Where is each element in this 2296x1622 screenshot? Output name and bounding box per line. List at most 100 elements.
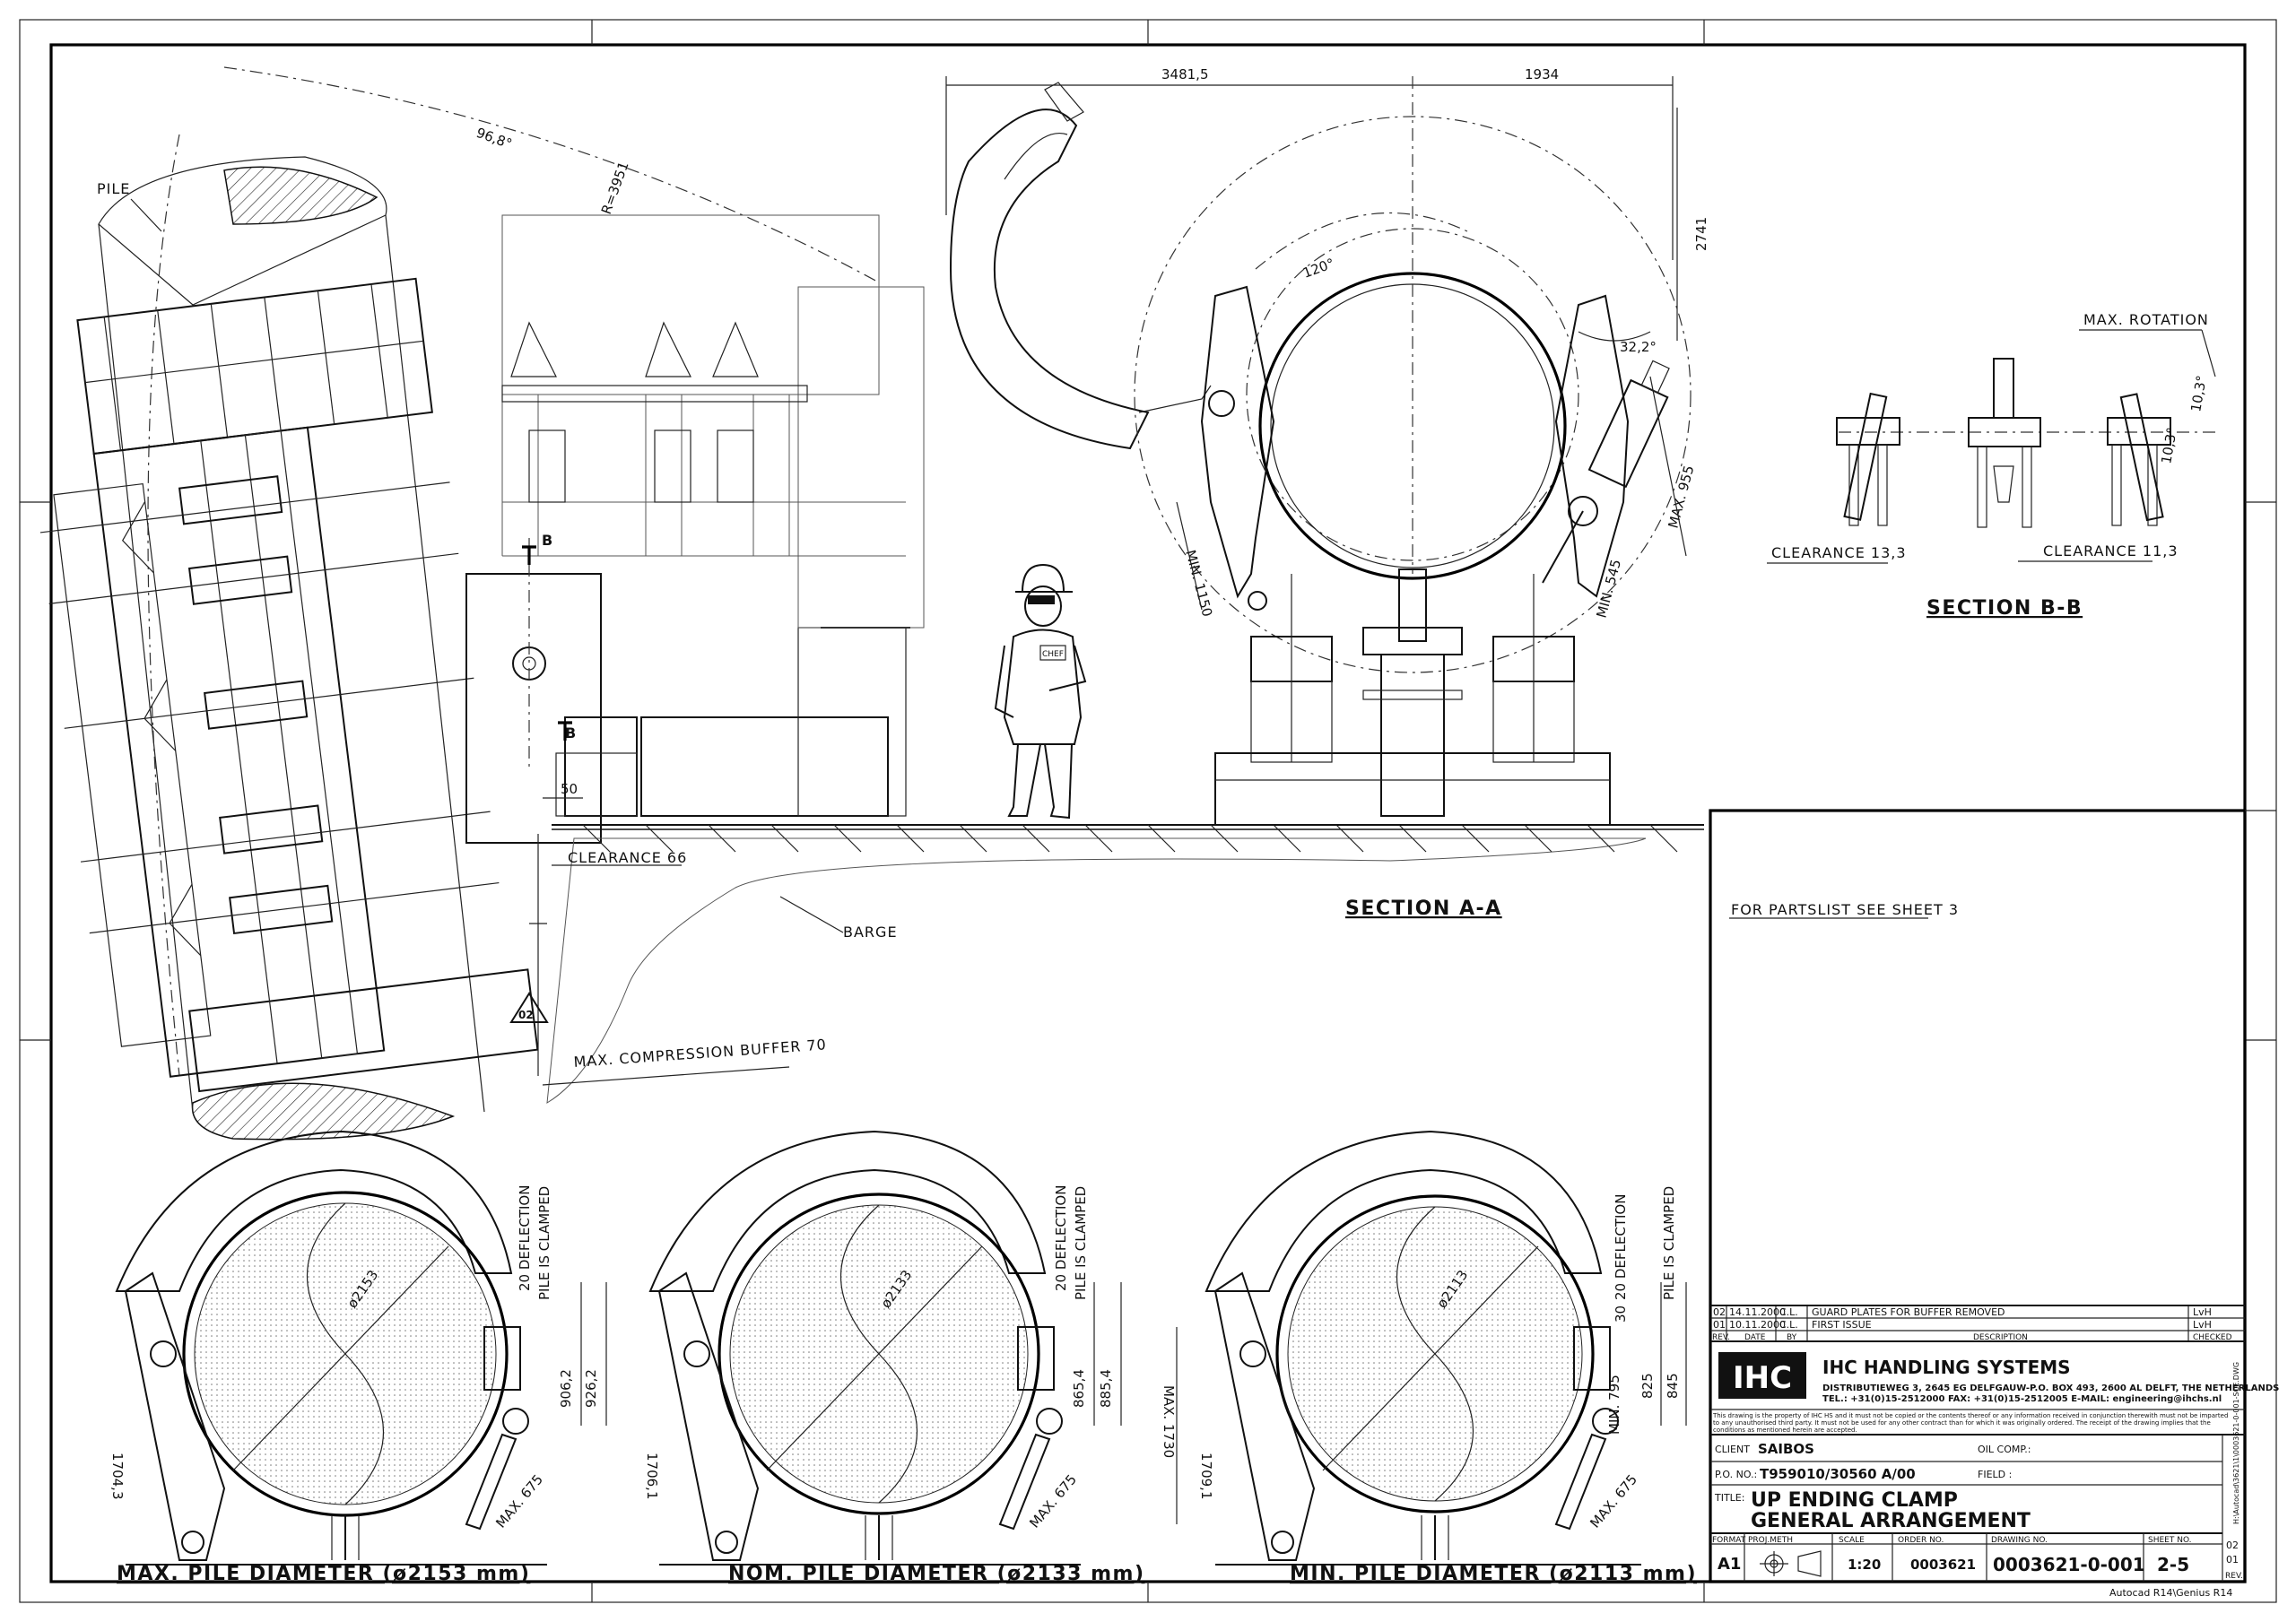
company-address: DISTRIBUTIEWEG 3, 2645 EG DELFGAUW-P.O. … — [1822, 1383, 2279, 1393]
clamp-view-min-title: MIN. PILE DIAMETER (ø2113 mm) — [1290, 1563, 1697, 1585]
clamp-view-max-d2: 926,2 — [583, 1369, 599, 1408]
format-label: FORMAT — [1712, 1536, 1746, 1545]
dim-r3951: R=3951 — [598, 160, 632, 217]
dim-3481: 3481,5 — [1161, 66, 1209, 82]
client-label: CLIENT — [1715, 1444, 1750, 1455]
rev-header-rev: REV. — [1712, 1333, 1730, 1342]
format-value: A1 — [1718, 1555, 1741, 1574]
clamp-view-nom-d1: 865,4 — [1071, 1369, 1087, 1408]
rev-row-1-rev: 01 — [1713, 1319, 1726, 1331]
dim-2741: 2741 — [1693, 217, 1709, 251]
rev-col-label: REV. — [2225, 1572, 2243, 1581]
drawing-no-value: 0003621-0-001 — [1993, 1554, 2145, 1575]
clamp-view-min: MIN. PILE DIAMETER (ø2113 mm) ø2113 PILE… — [1161, 1130, 1697, 1585]
pile-label: PILE — [97, 180, 130, 197]
client-value: SAIBOS — [1758, 1441, 1814, 1457]
dim-32-2: 32,2° — [1620, 339, 1657, 355]
clearance-13-3-label: CLEARANCE 13,3 — [1771, 544, 1907, 561]
clamp-view-nom-title: NOM. PILE DIAMETER (ø2133 mm) — [728, 1563, 1145, 1585]
rev-header-date: DATE — [1744, 1333, 1766, 1342]
title-block: FOR PARTSLIST SEE SHEET 3 02 14.11.2000 … — [1709, 809, 2279, 1599]
file-path: H:\Autocad\3621\1\0003621-0-001-SCE.DWG — [2232, 1362, 2240, 1524]
deck-hatch — [582, 824, 1678, 853]
clamp-view-max-d1: 906,2 — [558, 1369, 574, 1408]
clamp-view-min-extra1: MIN. 795 — [1606, 1375, 1622, 1435]
rev-row-1-checked: LvH — [2193, 1319, 2212, 1331]
section-b-b-title: SECTION B-B — [1926, 597, 2083, 620]
sheet-label: SHEET NO. — [2148, 1536, 2192, 1545]
projmeth-label: PROJ.METH — [1748, 1536, 1793, 1545]
revision-triangle: 02 — [518, 1009, 534, 1021]
rev-current: 02 — [2226, 1540, 2239, 1551]
clamp-view-min-d2: 845 — [1665, 1373, 1681, 1399]
clamp-view-max-title: MAX. PILE DIAMETER (ø2153 mm) — [117, 1563, 530, 1585]
clamp-view-min-d1: 825 — [1639, 1373, 1656, 1399]
clamp-view-max-deflection: 20 DEFLECTION — [517, 1185, 533, 1291]
scale-label: SCALE — [1839, 1536, 1865, 1545]
section-b-marker-top: B — [542, 532, 553, 549]
drawing-title-line-2: GENERAL ARRANGEMENT — [1751, 1510, 2031, 1532]
clamp-view-max: MAX. PILE DIAMETER (ø2153 mm) ø2153 PILE… — [109, 1130, 607, 1585]
rev-row-0-rev: 02 — [1713, 1306, 1726, 1318]
clamp-view-nom: NOM. PILE DIAMETER (ø2133 mm) ø2133 PILE… — [644, 1130, 1145, 1585]
clamp-view-min-extra2: MAX. 1730 — [1161, 1385, 1177, 1458]
sheet-value: 2-5 — [2157, 1554, 2189, 1575]
scale-value: 1:20 — [1848, 1557, 1881, 1573]
rev-header-checked: CHECKED — [2193, 1333, 2232, 1342]
clamp-view-max-d3: 1704,3 — [109, 1453, 126, 1500]
drawing-no-label: DRAWING NO. — [1991, 1536, 2048, 1545]
rev-row-1-by: C.L. — [1779, 1319, 1798, 1331]
drawing-title-line-1: UP ENDING CLAMP — [1751, 1489, 1958, 1512]
clamp-view-min-d3: 1709,1 — [1198, 1453, 1214, 1500]
clamp-view-min-deflection: 20 DEFLECTION — [1613, 1194, 1629, 1300]
chef-badge: CHEF — [1042, 650, 1064, 659]
clamp-view-max-d4: MAX. 675 — [492, 1471, 546, 1531]
software-note: Autocad R14\Genius R14 — [2109, 1587, 2232, 1599]
po-value: T959010/30560 A/00 — [1760, 1466, 1916, 1482]
clamp-view-max-clamped: PILE IS CLAMPED — [536, 1186, 552, 1300]
order-label: ORDER NO. — [1898, 1536, 1944, 1545]
clamp-view-min-clamped: PILE IS CLAMPED — [1661, 1186, 1677, 1300]
worker-figure: CHEF — [994, 563, 1087, 820]
notice-line-3: conditions as mentioned herein are accep… — [1713, 1427, 1857, 1434]
rev-row-0-by: C.L. — [1779, 1306, 1798, 1318]
title-label: TITLE: — [1714, 1492, 1744, 1504]
max-compression-label: MAX. COMPRESSION BUFFER 70 — [573, 1036, 827, 1071]
po-label: P.O. NO.: — [1715, 1469, 1757, 1480]
order-value: 0003621 — [1910, 1557, 1976, 1573]
rev-row-1-desc: FIRST ISSUE — [1812, 1319, 1872, 1331]
company-name: IHC HANDLING SYSTEMS — [1822, 1357, 2071, 1378]
rev-row-0-date: 14.11.2000 — [1729, 1306, 1786, 1318]
max-rotation-label: MAX. ROTATION — [2083, 311, 2209, 328]
notice-line-2: to any unauthorised third party. It must… — [1713, 1419, 2211, 1427]
section-b-marker-bottom: B — [565, 724, 577, 742]
oil-comp-label: OIL COMP.: — [1978, 1444, 2031, 1455]
company-contact: TEL.: +31(0)15-2512000 FAX: +31(0)15-251… — [1822, 1394, 2222, 1404]
section-a-a-title: SECTION A-A — [1345, 898, 1502, 920]
ihc-logo: IHC — [1733, 1360, 1792, 1396]
barge-label: BARGE — [843, 924, 898, 941]
field-label: FIELD : — [1978, 1469, 2012, 1480]
rev-previous: 01 — [2226, 1554, 2239, 1566]
section-a-a-view: 3481,5 1934 2741 120° — [945, 66, 1709, 920]
rev-row-0-desc: GUARD PLATES FOR BUFFER REMOVED — [1812, 1306, 2005, 1318]
clamp-view-min-d4: MAX. 675 — [1587, 1471, 1640, 1531]
rev-row-0-checked: LvH — [2193, 1306, 2212, 1318]
dim-120: 120° — [1300, 255, 1336, 281]
clamp-view-nom-d2: 885,4 — [1098, 1369, 1114, 1408]
rev-header-desc: DESCRIPTION — [1973, 1333, 2028, 1342]
dim-min-1150: MIN. 1150 — [1182, 548, 1215, 618]
clamp-view-nom-clamped: PILE IS CLAMPED — [1073, 1186, 1089, 1300]
rev-row-1-date: 10.11.2000 — [1729, 1319, 1786, 1331]
dim-50: 50 — [561, 781, 578, 797]
side-view: B B 50 — [39, 66, 1704, 1141]
partslist-note: FOR PARTSLIST SEE SHEET 3 — [1731, 901, 1959, 918]
rev-header-by: BY — [1787, 1333, 1797, 1342]
dim-10-3-top: 10,3° — [2187, 374, 2210, 412]
clamp-view-min-extra3: 30 — [1613, 1305, 1629, 1323]
clearance-66-label: CLEARANCE 66 — [568, 849, 687, 866]
section-b-b-view: MAX. ROTATION 10,3° 10,3° CLEARANCE 13,3… — [1767, 311, 2220, 620]
clamp-view-nom-d4: MAX. 675 — [1026, 1471, 1080, 1531]
notice-line-1: This drawing is the property of IHC HS a… — [1712, 1412, 2228, 1419]
